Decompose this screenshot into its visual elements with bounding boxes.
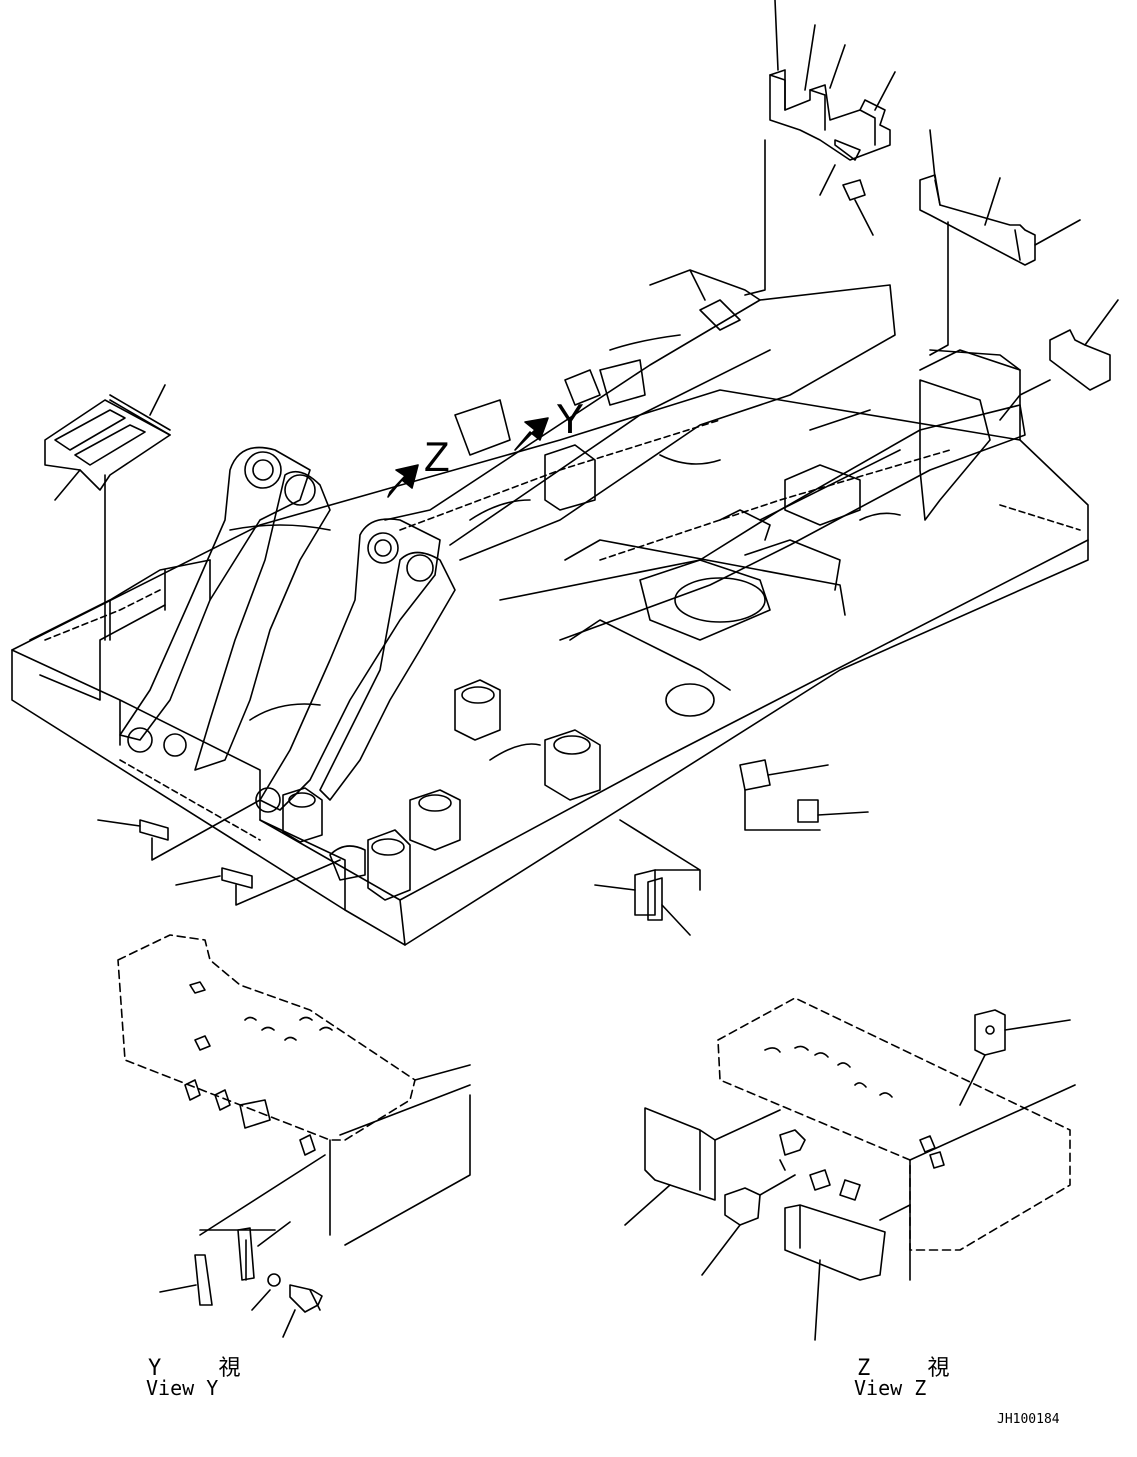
main-frame xyxy=(11,269,1089,946)
view-y-detail xyxy=(117,934,471,1338)
view-y-caption-jp: Y 視 xyxy=(148,1356,263,1381)
arrow-label-y: Y xyxy=(556,395,585,442)
top-right-block-assembly xyxy=(744,0,1119,421)
top-left-plate-assembly xyxy=(44,384,171,641)
view-y-caption: View Y xyxy=(146,1376,219,1400)
side-blocks xyxy=(97,759,869,936)
view-arrows xyxy=(387,417,549,498)
view-z-caption: View Z xyxy=(854,1376,927,1400)
drawing-number: JH100184 xyxy=(997,1412,1060,1427)
view-z-caption-jp: Z 視 xyxy=(857,1356,972,1381)
arrow-label-z: Z xyxy=(424,433,450,480)
view-z-detail xyxy=(624,997,1076,1341)
